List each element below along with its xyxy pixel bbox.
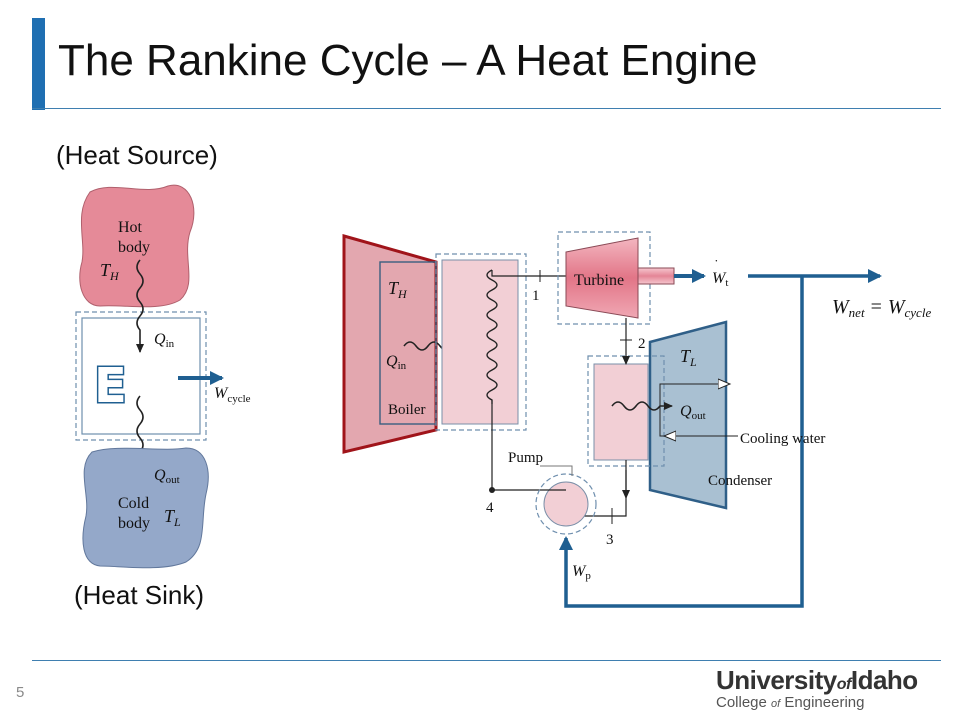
right-q-in-label: Qin — [386, 353, 407, 372]
title-accent-bar — [32, 18, 45, 110]
footer-divider — [32, 660, 941, 661]
title-divider — [32, 108, 941, 109]
logo-college: College of Engineering — [716, 694, 865, 711]
page-number: 5 — [16, 684, 25, 701]
cold-body-temperature: TL — [164, 506, 181, 529]
turbine-work-label: Wt — [712, 270, 728, 289]
state-4-label: 4 — [486, 500, 494, 516]
cold-body-label-line1: Cold — [118, 495, 149, 512]
state-2-label: 2 — [638, 336, 646, 352]
pump-label: Pump — [508, 450, 543, 466]
boiler-tubes-box — [441, 259, 519, 425]
net-work-equation: Wnet=Wcycle — [832, 296, 931, 320]
pump-cv-dashed — [535, 473, 597, 535]
pump-leader-line — [540, 465, 573, 476]
condenser-temperature: TL — [680, 346, 697, 369]
hot-body-label-line2: body — [118, 239, 150, 256]
cold-body-label-line2: body — [118, 515, 150, 532]
left-w-cycle-label: Wcycle — [214, 385, 251, 405]
turbine-body — [565, 237, 639, 319]
left-q-in-label: Qin — [154, 331, 175, 350]
condenser-body — [648, 320, 728, 510]
hot-body-blob — [79, 184, 195, 308]
pipe-condenser-to-pump — [584, 460, 627, 517]
slide-title: The Rankine Cycle – A Heat Engine — [58, 36, 758, 85]
boiler-cv-dashed — [435, 253, 527, 431]
logo-wordmark: UniversityofIdaho — [716, 665, 918, 695]
university-logo: UniversityofIdaho College of Engineering — [716, 665, 950, 711]
rankine-plant-schematic: TH Qin Boiler 1 4 Turbine Wt ˙ Wnet=Wcyc… — [342, 231, 931, 608]
heat-source-caption: (Heat Source) — [56, 140, 218, 170]
condenser-heat-squiggle — [611, 401, 673, 411]
boiler-temperature: TH — [388, 278, 408, 301]
cooling-water-label: Cooling water — [740, 431, 825, 447]
condenser-label: Condenser — [708, 473, 772, 489]
q-in-squiggle — [136, 259, 144, 353]
heat-engine-schematic: Hot body TH Qin E Wcycle Qout Cold body … — [75, 184, 251, 569]
pipe-boiler-to-turbine — [491, 270, 566, 277]
pump-work-label: Wp — [572, 563, 591, 582]
hot-body-temperature: TH — [100, 260, 120, 283]
turbine-work-dot: ˙ — [714, 258, 719, 273]
left-q-out-label: Qout — [154, 467, 180, 486]
turbine-shaft — [637, 267, 675, 285]
pump-body — [543, 481, 589, 527]
heat-sink-caption: (Heat Sink) — [74, 580, 205, 610]
state-4-dot — [489, 487, 495, 493]
cold-body-blob — [82, 447, 209, 569]
boiler-furnace — [342, 234, 438, 454]
condenser-hot-side — [593, 363, 649, 461]
right-q-out-label: Qout — [680, 403, 706, 422]
boiler-label: Boiler — [388, 402, 426, 418]
state-3-label: 3 — [606, 532, 614, 548]
turbine-label: Turbine — [574, 272, 624, 289]
boiler-coil — [486, 269, 498, 404]
pump-work-feedback-line — [559, 276, 804, 608]
hot-body-label-line1: Hot — [118, 219, 143, 236]
engine-letter: E — [94, 358, 127, 414]
state-1-label: 1 — [532, 288, 540, 304]
